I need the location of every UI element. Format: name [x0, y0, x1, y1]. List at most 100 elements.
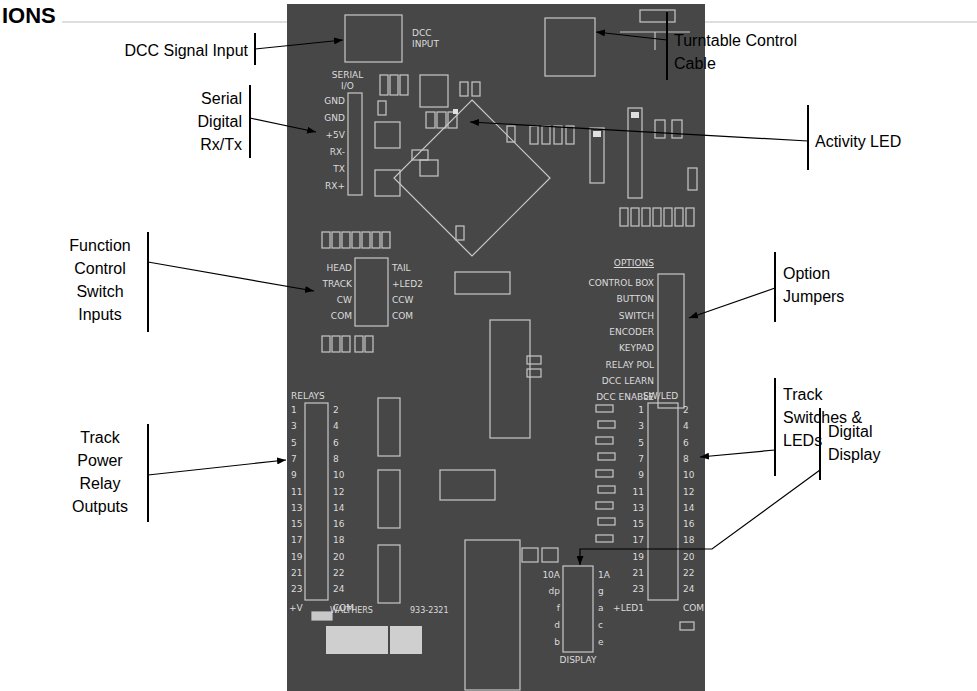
section-label: DISPLAY: [548, 655, 608, 666]
pin-label: GND: [305, 113, 345, 124]
leader-arrow: [596, 32, 667, 40]
component: [590, 128, 604, 183]
callout-label: DCC Signal Input: [98, 39, 248, 62]
pin-label: RX+: [305, 181, 345, 192]
resistor: [598, 453, 615, 460]
resistor: [596, 502, 613, 509]
pin-number: 20: [333, 552, 349, 563]
resistor: [596, 437, 613, 444]
pin-number: 5: [291, 438, 305, 449]
component: [593, 131, 601, 137]
pin-number: 8: [333, 454, 349, 465]
callout-label: Activity LED: [815, 130, 901, 153]
pin-number: 2: [333, 405, 349, 416]
pin-label: HEAD: [312, 263, 352, 274]
turntable-connector: [545, 18, 595, 76]
section-label: RELAYS: [291, 391, 341, 402]
connector-label: DCC INPUT: [412, 28, 448, 50]
component: [527, 356, 541, 364]
callout-label: Turntable Control Cable: [674, 29, 814, 75]
pin-label: COM: [333, 603, 363, 614]
pin-number: 21: [620, 568, 644, 579]
pin-label: COM: [312, 311, 352, 322]
switch-led-connector: [648, 403, 678, 600]
chip: [420, 75, 448, 107]
display-connector: [563, 566, 593, 652]
pin-number: 3: [620, 421, 644, 432]
pin-number: 6: [333, 438, 349, 449]
callout-bracket: [807, 105, 809, 170]
option-label: BUTTON: [544, 294, 654, 305]
pin-number: 12: [333, 487, 349, 498]
option-label: SWITCH: [544, 311, 654, 322]
pin-number: 10: [333, 470, 349, 481]
component: [686, 208, 694, 226]
page-heading: IONS: [2, 3, 56, 29]
pin-label: CW: [312, 295, 352, 306]
component: [542, 126, 550, 144]
chip: [378, 398, 400, 456]
component: [332, 232, 340, 248]
pin-number: 11: [291, 487, 305, 498]
callout-label: Digital Display: [828, 420, 890, 466]
header-rule: [62, 22, 287, 23]
pin-label: f: [526, 603, 560, 614]
pin-number: 1: [291, 405, 305, 416]
option-label: DCC ENABLE: [544, 392, 654, 403]
chip: [455, 272, 510, 294]
pin-number: 19: [620, 552, 644, 563]
component: [640, 10, 675, 22]
leader-arrows: [148, 32, 820, 565]
component: [322, 232, 330, 248]
serial-connector: [348, 93, 362, 195]
callout-bracket: [774, 378, 776, 476]
pin-label: d: [526, 620, 560, 631]
leader-arrow: [250, 118, 316, 132]
circuit-board: [287, 4, 705, 691]
chip: [378, 545, 400, 603]
pin-label: +5V: [305, 130, 345, 141]
section-label: SW/LED: [643, 391, 693, 402]
component: [522, 548, 538, 562]
chip: [465, 540, 520, 690]
pin-number: 13: [291, 503, 305, 514]
pin-number: 10: [683, 470, 701, 481]
pin-label: 10A: [526, 570, 560, 581]
pin-label: c: [598, 620, 618, 631]
pin-number: 23: [620, 584, 644, 595]
pin-number: 16: [333, 519, 349, 530]
leader-arrow: [689, 288, 775, 318]
pin-number: 3: [291, 421, 305, 432]
pin-number: 19: [291, 552, 305, 563]
pin-label: dp: [526, 586, 560, 597]
pin-label: g: [598, 586, 618, 597]
component: [566, 126, 574, 144]
pin-number: 17: [291, 535, 305, 546]
chip: [375, 170, 400, 196]
pin-number: 24: [333, 584, 349, 595]
chip: [378, 470, 400, 528]
header-rule: [705, 22, 977, 23]
pin-number: 22: [683, 568, 701, 579]
pin-number: 9: [620, 470, 644, 481]
option-jumper-header: [658, 274, 684, 408]
chip: [440, 470, 495, 500]
component: [372, 232, 380, 248]
leader-arrow: [148, 262, 314, 291]
component: [342, 232, 350, 248]
component: [472, 82, 480, 96]
leader-arrow: [700, 450, 775, 457]
pin-number: 4: [683, 421, 701, 432]
component: [332, 336, 340, 352]
function-connector: [355, 258, 388, 326]
chip: [375, 122, 400, 148]
component: [400, 75, 408, 95]
pin-number: 15: [291, 519, 305, 530]
pin-number: 14: [683, 503, 701, 514]
leader-arrow: [580, 470, 820, 565]
component: [362, 232, 370, 248]
pin-label: +V: [289, 603, 305, 614]
callout-bracket: [774, 252, 776, 322]
